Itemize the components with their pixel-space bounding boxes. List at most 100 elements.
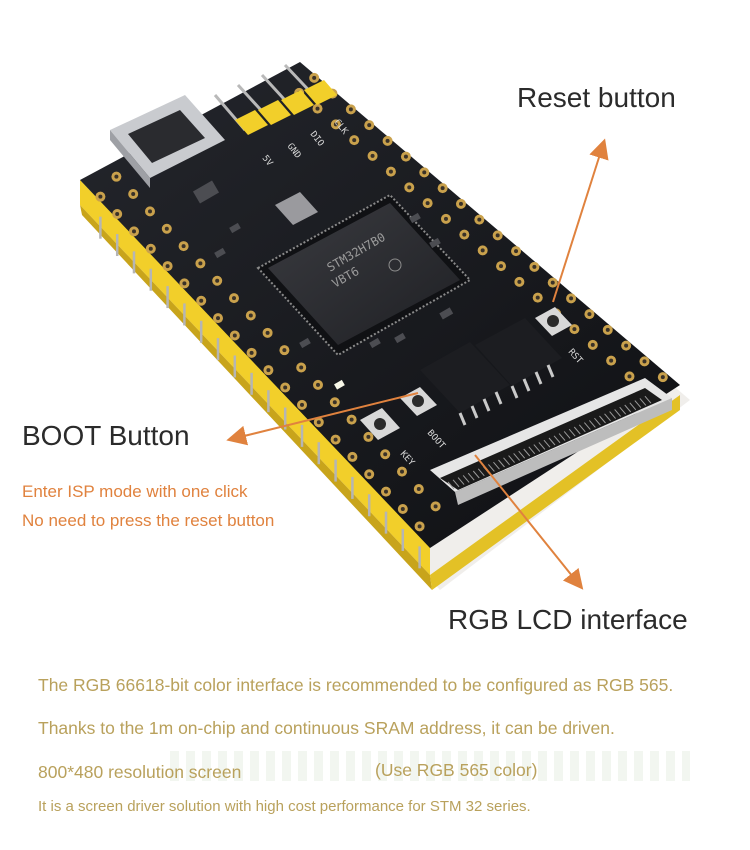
fpc-pin — [644, 395, 652, 404]
pin-hole — [232, 296, 236, 301]
fpc-pin — [543, 439, 551, 448]
pin-hole — [333, 122, 338, 127]
fpc-pin — [563, 431, 571, 439]
pin-hole — [300, 402, 304, 407]
pin-hole — [348, 107, 353, 112]
pin-hole — [416, 486, 421, 491]
pin-hole — [425, 201, 430, 206]
pin-hole — [131, 192, 136, 197]
fpc-pin — [619, 406, 627, 415]
pin-hole — [587, 312, 592, 317]
fpc-pin — [528, 446, 536, 455]
rgb-lcd-label: RGB LCD interface — [448, 604, 688, 635]
header-pins — [99, 216, 421, 569]
pin-hole — [349, 417, 354, 422]
pin-hole — [403, 154, 408, 159]
crystal — [275, 192, 318, 225]
fpc-pin — [624, 404, 632, 413]
pin-hole — [609, 358, 614, 363]
fpc-pin — [589, 420, 596, 428]
fpc-pin — [578, 424, 586, 433]
fpc-pin — [538, 442, 546, 450]
pin-hole — [443, 216, 448, 221]
pin-hole — [422, 170, 427, 175]
fpc-pin — [614, 409, 622, 417]
boot-button-label: BOOT Button — [22, 420, 190, 451]
pin-hole — [385, 138, 390, 143]
fpc-pin — [604, 413, 611, 422]
rgb-arrow — [474, 454, 584, 590]
pin-hole — [350, 454, 355, 459]
pin-hole — [199, 298, 204, 303]
pin-hole — [316, 382, 320, 387]
header-strip-right — [430, 395, 680, 590]
pin-hole — [384, 489, 388, 494]
fpc-pin — [488, 464, 495, 472]
pin-hole — [283, 385, 288, 390]
pin-hole — [383, 452, 388, 457]
fpc-pin — [447, 481, 455, 490]
pin-hole — [499, 264, 504, 269]
pin-hole — [440, 186, 445, 191]
fpc-pin — [508, 455, 515, 463]
smd-components — [192, 180, 454, 349]
fpc-pin — [558, 433, 566, 441]
fpc-pin — [629, 402, 637, 411]
fpc-pin — [452, 479, 460, 488]
pin-hole — [367, 472, 372, 477]
pin-hole — [265, 330, 270, 335]
fpc-pin — [518, 450, 526, 459]
pin-hole — [115, 212, 120, 217]
mcu-chip: STM32H7B0 VBT6 — [256, 193, 472, 357]
fpc-pin — [472, 470, 480, 479]
pin-hole — [605, 327, 610, 332]
fpc-pin — [583, 422, 591, 430]
pin-hole — [148, 209, 152, 214]
boot-arrow — [226, 392, 419, 446]
pin-hole — [366, 434, 371, 439]
pin-hole — [660, 375, 665, 380]
faded-watermark-strip — [170, 751, 690, 781]
fpc-pin — [573, 426, 581, 435]
pin-hole — [266, 368, 271, 373]
fpc-pin — [523, 448, 531, 457]
reset-button-hw — [535, 307, 572, 336]
fpc-pin — [513, 453, 521, 461]
pin-hole — [198, 261, 203, 266]
pin-hole — [480, 248, 485, 253]
pin-hole — [332, 400, 337, 405]
pin-hole — [417, 524, 422, 529]
pin-hole — [299, 365, 304, 370]
pin-hole — [98, 194, 103, 199]
pin-hole — [624, 343, 629, 348]
pin-hole — [477, 217, 482, 222]
pin-hole — [164, 226, 169, 231]
fpc-pin — [548, 437, 556, 446]
caption-line-3-suffix: (Use RGB 565 color) — [375, 760, 538, 780]
fpc-pin — [533, 444, 541, 452]
status-led — [334, 379, 345, 390]
pin-hole — [315, 106, 320, 111]
caption-line-3: 800*480 resolution screen — [38, 762, 242, 782]
fpc-pin — [553, 435, 561, 444]
pin-hole — [642, 359, 647, 364]
pin-hole — [165, 264, 170, 269]
pin-hole — [282, 348, 287, 353]
pin-hole — [517, 279, 522, 284]
pin-hole — [148, 246, 153, 251]
pin-hole — [495, 233, 500, 238]
pin-hole — [333, 437, 338, 442]
st-logo-mark — [388, 258, 402, 272]
usb-c-connector — [110, 95, 225, 188]
caption-line-1: The RGB 66618-bit color interface is rec… — [38, 675, 674, 695]
pin-hole — [462, 232, 467, 237]
pin-hole — [182, 281, 187, 286]
fpc-pin — [503, 457, 510, 466]
pin-hole — [232, 333, 237, 338]
header-strip-left — [80, 180, 430, 575]
pin-hole — [114, 174, 119, 179]
fpc-pin — [467, 472, 475, 481]
caption-line-4: It is a screen driver solution with high… — [38, 798, 531, 815]
